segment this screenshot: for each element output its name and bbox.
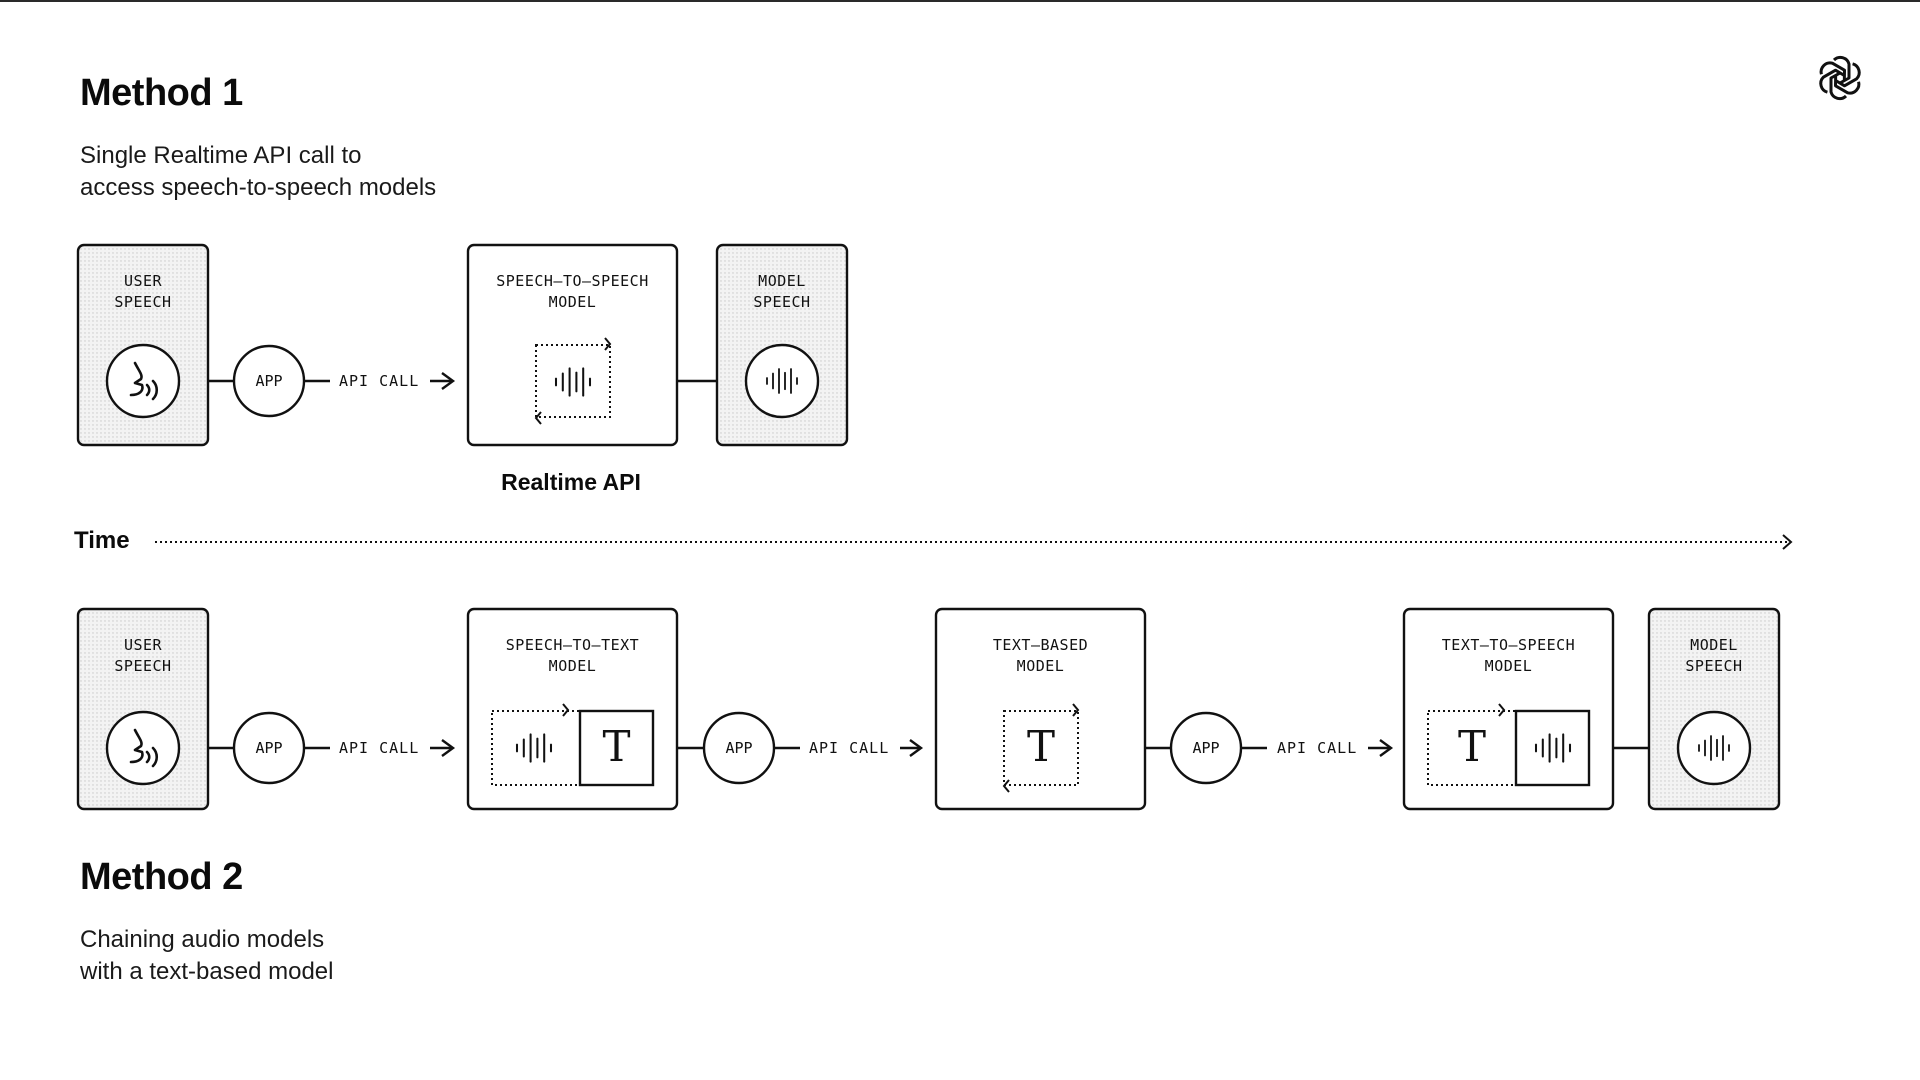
m2-speech-to-text-model-box (466, 607, 679, 811)
method-2-desc-line-2: with a text-based model (80, 958, 334, 985)
m1-user-speech-label-line-2: SPEECH (114, 293, 172, 311)
method-1-description: Single Realtime API call to access speec… (80, 140, 436, 204)
m2-text-to-speech-model-box (1402, 607, 1615, 811)
method-1-desc-line-1: Single Realtime API call to (80, 142, 362, 169)
m2-user-speech-box (76, 607, 210, 811)
text-model-T-icon: T (1026, 722, 1055, 771)
m2-app-label-3: APP (1192, 739, 1220, 757)
m1-app-label: APP (255, 372, 283, 390)
m1-s2s-model-label-line-2: MODEL (548, 293, 597, 311)
m2-tts-model-label-line-2: MODEL (1484, 657, 1533, 675)
m2-app-label-1: APP (255, 739, 283, 757)
m1-user-speech-label-line-1: USER (123, 272, 163, 290)
method-2-desc-line-1: Chaining audio models (80, 926, 325, 953)
m2-app-node-2 (702, 711, 776, 785)
realtime-api-caption: Realtime API (501, 469, 641, 495)
time-label: Time (74, 527, 130, 554)
method-2-title: Method 2 (80, 856, 243, 898)
openai-logo-icon (1819, 55, 1861, 101)
m2-text-based-model-label-line-2: MODEL (1016, 657, 1065, 675)
m2-app-label-2: APP (725, 739, 753, 757)
m2-api-call-label-3: API CALL (1277, 739, 1358, 757)
m2-model-speech-label-line-2: SPEECH (1685, 657, 1743, 675)
m1-model-speech-label-line-2: SPEECH (753, 293, 811, 311)
m1-speech-to-speech-model-box (466, 243, 679, 447)
stt-text-T-icon: T (602, 722, 631, 771)
m2-text-based-model-box (934, 607, 1147, 811)
m1-s2s-model-label-line-1: SPEECH–TO–SPEECH (496, 272, 649, 290)
m1-s2s-model-label: SPEECH–TO–SPEECH MODEL (468, 271, 677, 313)
m2-model-speech-label: MODEL SPEECH (1649, 635, 1779, 677)
method-2-description: Chaining audio models with a text-based … (80, 924, 333, 988)
m2-stt-model-label: SPEECH–TO–TEXT MODEL (468, 635, 677, 677)
m1-app-node (232, 344, 306, 418)
m1-model-speech-label: MODEL SPEECH (717, 271, 847, 313)
top-border (0, 0, 1920, 2)
m2-stt-model-label-line-2: MODEL (548, 657, 597, 675)
m2-stt-model-label-line-1: SPEECH–TO–TEXT (505, 636, 640, 654)
time-axis (155, 534, 1793, 550)
m1-api-call-label: API CALL (339, 372, 420, 390)
m2-model-speech-box (1647, 607, 1781, 811)
m1-model-speech-label-line-1: MODEL (758, 272, 806, 290)
m2-user-speech-label-line-2: SPEECH (114, 657, 172, 675)
m2-tts-model-label-line-1: TEXT–TO–SPEECH (1441, 636, 1576, 654)
method-1-desc-line-2: access speech-to-speech models (80, 174, 437, 201)
m1-user-speech-label: USER SPEECH (78, 271, 208, 313)
m2-app-node-3 (1169, 711, 1243, 785)
m2-model-speech-label-line-1: MODEL (1690, 636, 1738, 654)
m1-model-speech-box (715, 243, 849, 447)
m2-user-speech-label: USER SPEECH (78, 635, 208, 677)
m2-api-call-label-2: API CALL (809, 739, 890, 757)
m2-text-based-model-label: TEXT–BASED MODEL (936, 635, 1145, 677)
tts-text-T-icon: T (1457, 722, 1486, 771)
m2-app-node-1 (232, 711, 306, 785)
m2-text-based-model-label-line-1: TEXT–BASED (992, 636, 1089, 654)
method-1-title: Method 1 (80, 72, 243, 114)
m2-user-speech-label-line-1: USER (123, 636, 163, 654)
m2-api-call-label-1: API CALL (339, 739, 420, 757)
m2-tts-model-label: TEXT–TO–SPEECH MODEL (1404, 635, 1613, 677)
m1-user-speech-box (76, 243, 210, 447)
